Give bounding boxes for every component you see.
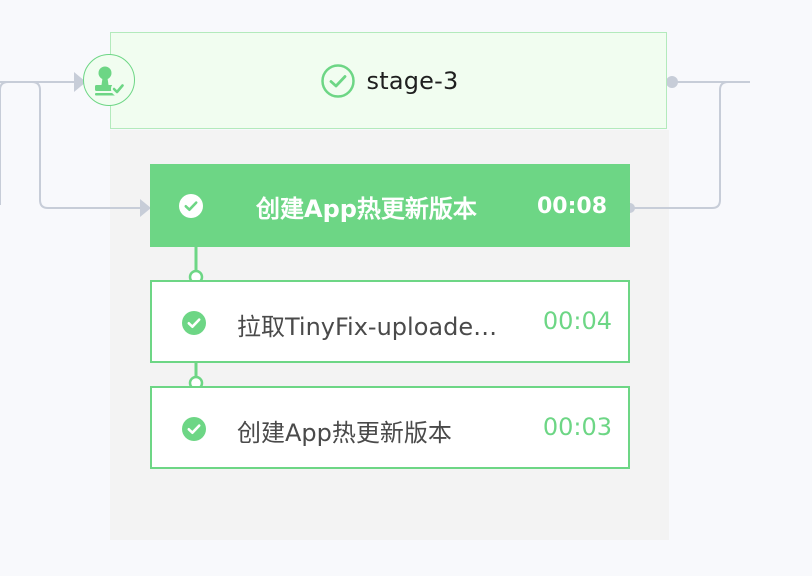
step-name: 创建App热更新版本 — [237, 419, 452, 447]
step-name: 拉取TinyFix-uploade… — [237, 313, 498, 341]
step-card[interactable]: 拉取TinyFix-uploade… 00:04 — [150, 280, 630, 363]
job-duration: 00:08 — [536, 194, 607, 219]
check-circle-icon — [182, 417, 206, 441]
check-circle-icon — [182, 311, 206, 335]
incoming-connector-left-branch — [0, 81, 9, 205]
stage-title: stage-3 — [366, 66, 459, 95]
check-circle-icon — [179, 194, 203, 218]
stage-review-badge[interactable] — [83, 54, 135, 106]
step-duration: 00:03 — [542, 413, 612, 441]
stage-title-group: stage-3 — [320, 63, 459, 98]
stage-header[interactable]: stage-3 — [110, 32, 667, 129]
step-card[interactable]: 创建App热更新版本 00:03 — [150, 386, 630, 469]
check-circle-icon — [320, 63, 355, 98]
job-name: 创建App热更新版本 — [256, 195, 477, 223]
job-card[interactable]: 创建App热更新版本 00:08 — [150, 164, 630, 247]
step-duration: 00:04 — [542, 307, 612, 335]
outgoing-connector-dot — [666, 76, 678, 88]
stamp-approved-icon — [95, 66, 125, 96]
